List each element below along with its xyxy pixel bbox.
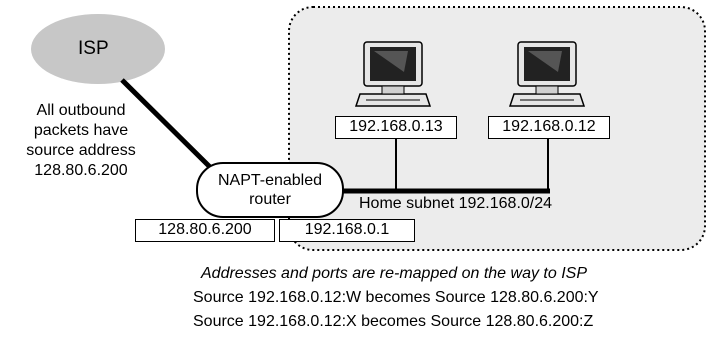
outbound-note: All outbound packets have source address… [2, 101, 160, 181]
home-subnet-label: Home subnet 192.168.0/24 [359, 195, 553, 212]
computer-icon [354, 41, 432, 107]
isp-cloud [31, 14, 165, 84]
computer-icon [508, 41, 586, 107]
host-ip-box: 192.168.0.12 [488, 116, 610, 139]
outbound-note-line: source address [26, 142, 136, 159]
caption-line: Source 192.168.0.12:X becomes Source 128… [193, 313, 594, 330]
router-label-line: NAPT-enabled [217, 172, 323, 189]
router-internal-ip-box: 192.168.0.1 [279, 219, 415, 242]
router-external-ip-box: 128.80.6.200 [135, 219, 275, 242]
outbound-note-line: packets have [33, 122, 129, 139]
host-ip-box: 192.168.0.13 [335, 116, 457, 139]
router-label-line: router [249, 191, 291, 208]
isp-router-link [120, 78, 215, 172]
caption-title: Addresses and ports are re-mapped on the… [201, 265, 587, 282]
caption-line: Source 192.168.0.12:W becomes Source 128… [193, 289, 599, 306]
outbound-note-line: All outbound [36, 102, 126, 119]
router-label: NAPT-enabled router [197, 171, 343, 209]
router-box [196, 162, 344, 218]
outbound-note-line: 128.80.6.200 [34, 162, 128, 179]
isp-label: ISP [78, 38, 109, 59]
